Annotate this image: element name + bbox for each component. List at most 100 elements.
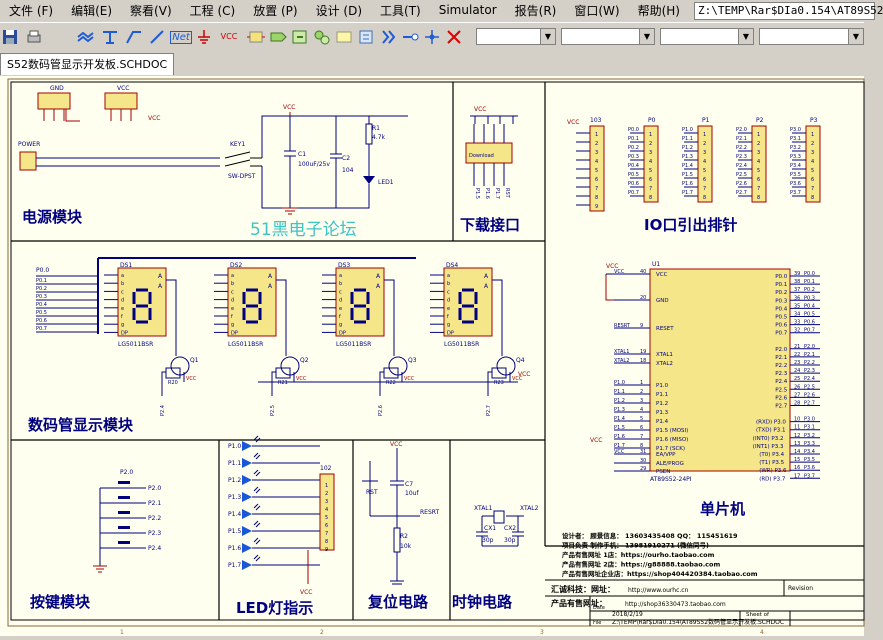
- mcu-pin-number: 5: [640, 416, 643, 422]
- io-pin-number: 4: [811, 159, 814, 165]
- segment-label: e: [339, 306, 342, 312]
- led-rays: [253, 452, 261, 460]
- menu-item-0[interactable]: 文件 (F): [9, 3, 54, 18]
- section-label-clock: 时钟电路: [452, 593, 513, 611]
- io-net-label: P3.5: [790, 172, 801, 178]
- mcu-pin-number: 4: [640, 407, 643, 413]
- display-bus-trunk: [97, 257, 416, 334]
- net-label-icon[interactable]: Net: [170, 30, 192, 44]
- gnd-connector: [37, 92, 71, 110]
- menu-item-1[interactable]: 编辑(E): [71, 3, 113, 18]
- mcu-net-label: P3.4: [804, 449, 815, 455]
- mcu-pin-name: (T0) P3.4: [759, 452, 784, 458]
- io-pin-number: 2: [703, 141, 706, 147]
- anode-wire: [384, 279, 395, 356]
- transistor-label: Q2: [300, 357, 309, 364]
- mcu-pin-name: (RD) P3.7: [759, 476, 786, 482]
- mcu-net-label: P3.2: [804, 433, 815, 439]
- toolbar-combo-3[interactable]: ▼: [660, 28, 754, 45]
- toolbar-combo-4[interactable]: ▼: [759, 28, 864, 45]
- mcu-net-label: VCC: [614, 449, 625, 455]
- io-net-label: P0.3: [628, 154, 639, 160]
- io-net-label: P3.4: [790, 163, 801, 169]
- io-net-label: P0.2: [628, 145, 639, 151]
- display-vcc: VCC: [518, 371, 530, 378]
- display-bus-label: P0.1: [36, 278, 47, 284]
- vcc-port-icon[interactable]: VCC: [220, 32, 238, 41]
- mcu-pin-number: 25: [794, 376, 800, 382]
- mcu-pin-name: PSEN: [656, 469, 670, 475]
- gnd-port-icon[interactable]: [194, 27, 214, 47]
- transistor-vcc: VCC: [404, 376, 415, 382]
- mcu-pin-number: 33: [794, 320, 800, 326]
- reset-c7-label: C7: [405, 481, 413, 488]
- mcu-part: AT89S52-24PI: [650, 476, 692, 483]
- print-icon[interactable]: [24, 27, 44, 47]
- key-button-1: [118, 496, 130, 499]
- toolbar-combo-1[interactable]: ▼: [476, 28, 556, 45]
- mcu-pin-number: 26: [794, 384, 800, 390]
- mcu-net-label: P3.7: [804, 473, 815, 479]
- menu-item-4[interactable]: 放置 (P): [253, 3, 298, 18]
- menu-item-5[interactable]: 设计 (D): [315, 3, 363, 18]
- mcu-pin-name: P0.6: [775, 323, 788, 329]
- anode-label: A: [484, 283, 489, 290]
- io-header-name: P0: [648, 117, 656, 124]
- led-header-pin: 4: [325, 507, 328, 513]
- device-sheet-icon[interactable]: [312, 27, 332, 47]
- off-sheet-icon[interactable]: [400, 27, 420, 47]
- sheet-entry-icon[interactable]: [290, 27, 310, 47]
- led-diode-2: [242, 475, 252, 485]
- schematic-canvas[interactable]: 电源模块 下载接口 IO口引出排针 数码管显示模块 单片机 按键模块 LED灯指…: [0, 76, 865, 636]
- tab-schematic[interactable]: S52数码管显示开发板.SCHDOC: [0, 53, 175, 75]
- menu-item-8[interactable]: 报告(R): [514, 3, 557, 18]
- mcu-pin-name: XTAL1: [656, 352, 673, 358]
- led-header-pin: 9: [325, 547, 328, 553]
- key-button-4: [118, 541, 130, 544]
- key1-label: KEY1: [230, 141, 245, 148]
- menu-item-2[interactable]: 察看(V): [130, 3, 172, 18]
- no-erc-icon[interactable]: [444, 27, 464, 47]
- sheet-symbol-icon[interactable]: [268, 27, 288, 47]
- segment-label: c: [339, 289, 342, 295]
- c1-label: C1: [298, 151, 306, 158]
- harness-connector-icon[interactable]: [356, 27, 376, 47]
- key-net-label: P2.2: [148, 515, 161, 522]
- reset-r2-label: R2: [400, 533, 408, 540]
- io-net-label: P1.1: [682, 136, 693, 142]
- bus-icon[interactable]: [124, 27, 144, 47]
- harness-icon[interactable]: [334, 27, 354, 47]
- io-pin-number: 3: [649, 150, 652, 156]
- menu-item-10[interactable]: 帮助(H): [637, 3, 680, 18]
- junction-icon[interactable]: [422, 27, 442, 47]
- reset-button-label: RST: [366, 489, 378, 496]
- save-icon[interactable]: [0, 27, 20, 47]
- wire-icon[interactable]: [76, 27, 96, 47]
- transistor-vcc: VCC: [512, 376, 523, 382]
- mcu-pin-name: P0.4: [775, 306, 788, 312]
- mcu-pin-number: 18: [640, 358, 646, 364]
- io-pin-number: 3: [703, 150, 706, 156]
- led-diode-3: [242, 492, 252, 502]
- menu-item-6[interactable]: 工具(T): [380, 3, 421, 18]
- mcu-pin-name: VCC: [656, 272, 668, 278]
- menu-item-9[interactable]: 窗口(W): [574, 3, 620, 18]
- switch-symbol: [224, 151, 262, 167]
- menu-item-3[interactable]: 工程 (C): [189, 3, 236, 18]
- shop-url: http://shop36330473.taobao.com: [625, 601, 726, 608]
- mcu-pin-name: GND: [656, 298, 669, 304]
- key-button-0: [118, 481, 130, 484]
- mcu-net-label: P1.1: [614, 389, 625, 395]
- clock-cx2-label: CX2: [504, 525, 516, 532]
- bus-entry-icon[interactable]: [100, 27, 120, 47]
- section-label-led: LED灯指示: [236, 599, 313, 617]
- led-net-label: P1.0: [228, 443, 241, 450]
- net-label-draw-icon[interactable]: [148, 27, 168, 47]
- toolbar-combo-2[interactable]: ▼: [561, 28, 655, 45]
- watermark-text: 51黑电子论坛: [250, 220, 357, 240]
- part-icon[interactable]: [246, 27, 266, 47]
- port-icon[interactable]: [378, 27, 398, 47]
- menu-item-7[interactable]: Simulator: [438, 3, 497, 17]
- io-net-label: P2.3: [736, 154, 747, 160]
